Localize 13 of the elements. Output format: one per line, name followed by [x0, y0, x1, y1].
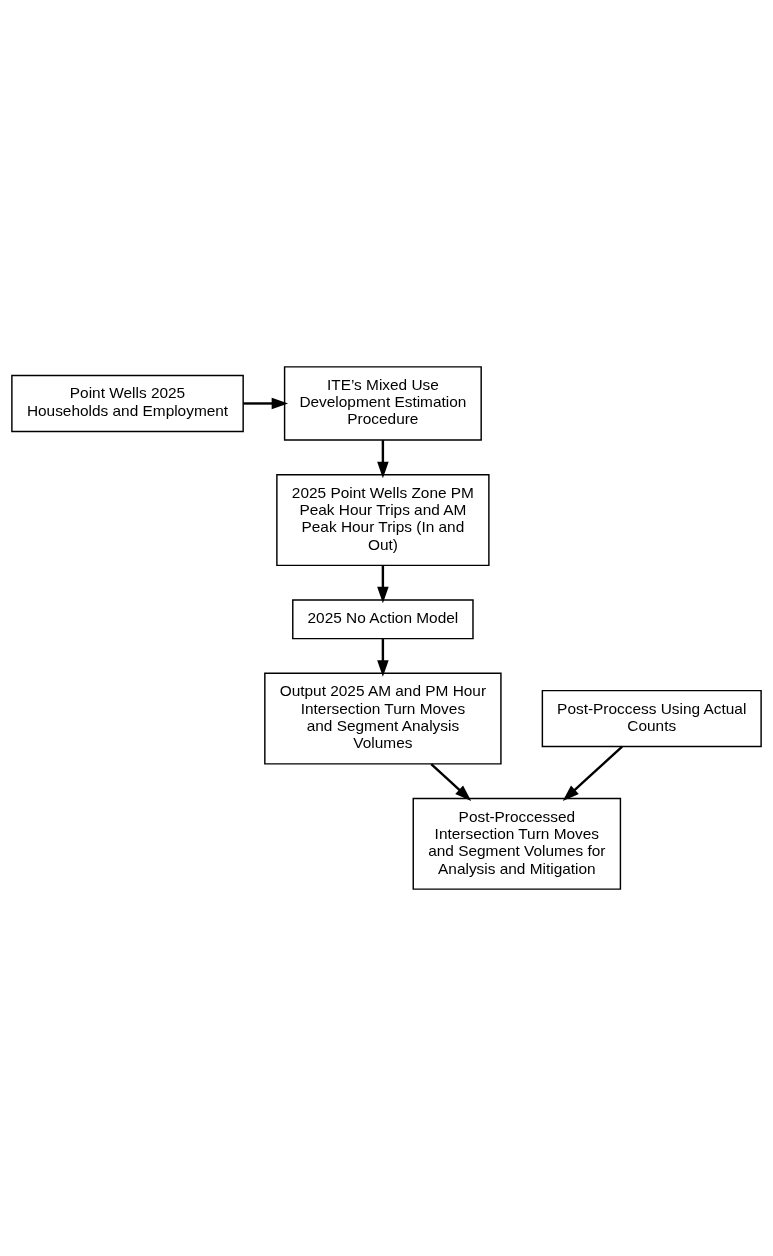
- node-box: Point Wells 2025 Households and Employment: [11, 374, 244, 433]
- arrow: [562, 745, 623, 801]
- node-box: Post-Proccess Using Actual Counts: [541, 689, 762, 748]
- node-box: ITE’s Mixed Use Development Estimation Procedure: [283, 366, 482, 441]
- arrow: [377, 440, 389, 479]
- node-box: Output 2025 AM and PM Hour Intersection Turn Moves and Segment Analysis Volumes: [264, 672, 502, 765]
- arrow: [377, 565, 389, 604]
- arrow: [377, 639, 389, 677]
- node-box: 2025 No Action Model: [292, 599, 474, 640]
- arrow: [430, 763, 472, 801]
- node-box: Post-Proccessed Intersection Turn Moves and Segment Volumes for Analysis and Mitigation: [412, 797, 622, 890]
- arrow: [243, 397, 289, 410]
- node-box: 2025 Point Wells Zone PM Peak Hour Trips and AM Peak Hour Trips (In and Out): [276, 474, 490, 567]
